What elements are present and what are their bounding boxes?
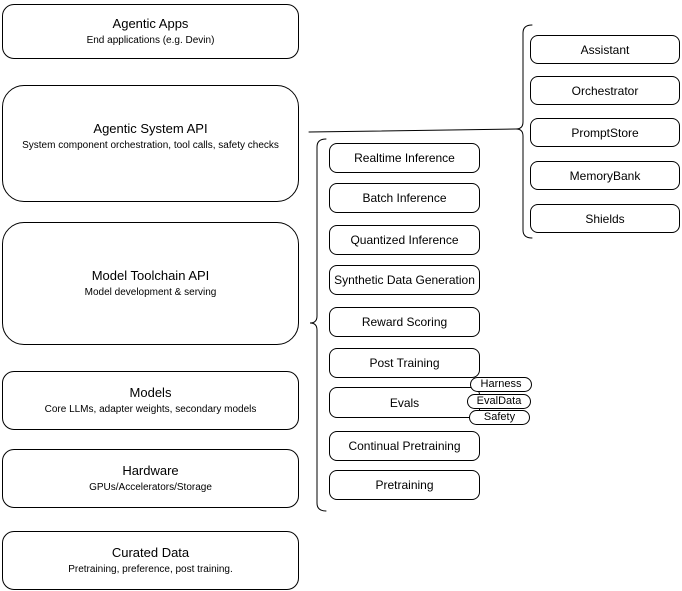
node-subtitle: Pretraining, preference, post training.: [68, 564, 233, 575]
node-memorybank: MemoryBank: [530, 161, 680, 190]
node-label: Evals: [389, 395, 420, 410]
node-title: Model Toolchain API: [91, 268, 210, 283]
node-reward-scoring: Reward Scoring: [329, 307, 480, 337]
node-promptstore: PromptStore: [530, 118, 680, 147]
node-subtitle: Model development & serving: [84, 287, 217, 298]
node-title: Agentic System API: [93, 121, 208, 136]
node-agentic-system-api: Agentic System API System component orch…: [2, 85, 299, 202]
node-label: Orchestrator: [571, 83, 639, 98]
pill-harness: Harness: [470, 377, 532, 392]
node-realtime-inference: Realtime Inference: [329, 143, 480, 173]
pill-safety: Safety: [469, 410, 530, 425]
node-hardware: Hardware GPUs/Accelerators/Storage: [2, 449, 299, 508]
node-label: MemoryBank: [569, 168, 641, 183]
node-post-training: Post Training: [329, 348, 480, 378]
node-models: Models Core LLMs, adapter weights, secon…: [2, 371, 299, 430]
node-label: PromptStore: [571, 125, 639, 140]
node-label: Continual Pretraining: [348, 439, 461, 453]
node-subtitle: GPUs/Accelerators/Storage: [89, 482, 212, 493]
node-curated-data: Curated Data Pretraining, preference, po…: [2, 531, 299, 590]
node-subtitle: System component orchestration, tool cal…: [22, 140, 279, 151]
node-title: Hardware: [122, 463, 179, 478]
node-model-toolchain-api: Model Toolchain API Model development & …: [2, 222, 299, 345]
node-continual-pretraining: Continual Pretraining: [329, 431, 480, 461]
node-shields: Shields: [530, 204, 680, 233]
system-api-to-agentic-components-line: [308, 128, 517, 133]
node-label: Post Training: [369, 356, 440, 370]
node-label: Batch Inference: [362, 191, 447, 205]
node-evals: Evals: [329, 387, 480, 418]
node-title: Curated Data: [111, 545, 190, 560]
pill-evaldata: EvalData: [467, 394, 531, 409]
node-label: Pretraining: [375, 478, 434, 492]
node-batch-inference: Batch Inference: [329, 183, 480, 213]
pill-label: EvalData: [476, 395, 522, 407]
node-label: Synthetic Data Generation: [334, 273, 475, 287]
node-title: Models: [129, 385, 172, 400]
node-label: Reward Scoring: [361, 315, 448, 329]
toolchain-group-brace: [309, 138, 327, 512]
node-subtitle: End applications (e.g. Devin): [86, 35, 215, 46]
node-agentic-apps: Agentic Apps End applications (e.g. Devi…: [2, 4, 299, 59]
node-assistant: Assistant: [530, 35, 680, 64]
node-label: Quantized Inference: [350, 233, 459, 247]
node-label: Shields: [585, 211, 625, 226]
node-quantized-inference: Quantized Inference: [329, 225, 480, 255]
node-synthetic-data-generation: Synthetic Data Generation: [329, 265, 480, 295]
node-title: Agentic Apps: [112, 16, 189, 31]
node-label: Realtime Inference: [354, 151, 455, 165]
node-orchestrator: Orchestrator: [530, 76, 680, 105]
node-subtitle: Core LLMs, adapter weights, secondary mo…: [44, 404, 257, 415]
node-pretraining: Pretraining: [329, 470, 480, 500]
pill-label: Safety: [483, 411, 516, 423]
pill-label: Harness: [480, 378, 522, 390]
node-label: Assistant: [580, 42, 630, 57]
